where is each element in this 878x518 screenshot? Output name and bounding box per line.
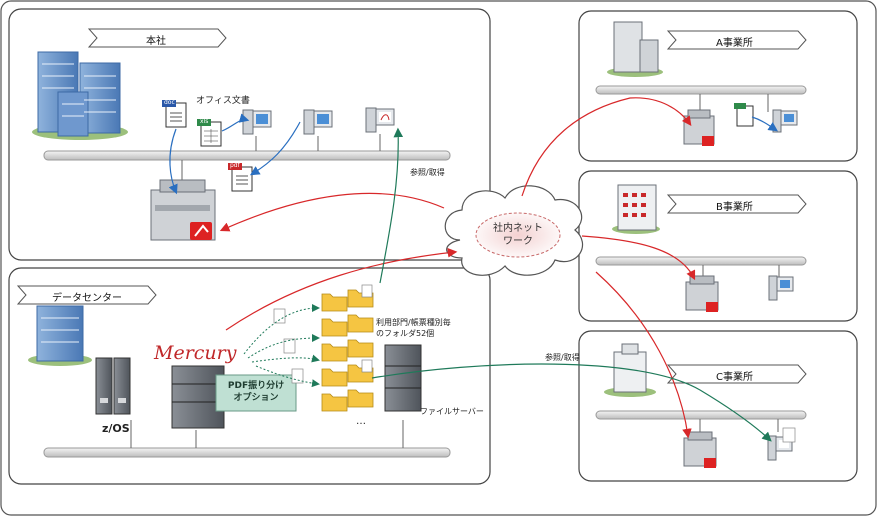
xls-badge: xls: [200, 118, 209, 125]
site-b-printer-icon: [685, 275, 719, 312]
site-b-title-tag: [666, 194, 807, 214]
ref-get-label-top: 参照/取得: [410, 168, 445, 177]
honsha-title: 本社: [146, 36, 166, 47]
site-c-pc-icon: [767, 427, 796, 461]
doc-file-icon: [162, 100, 187, 128]
folders-label-line2: のフォルダ52個: [376, 329, 435, 338]
site-b-pc-icon: [768, 275, 794, 301]
honsha-network-bus: [43, 150, 451, 161]
pdf-option-label: PDF振り分け オプション: [216, 380, 296, 404]
site-a-building-icon: [607, 21, 663, 77]
pc-icon-2: [303, 109, 333, 135]
dotted-distribution-flows: [243, 304, 320, 388]
network-label-line1: 社内ネット: [493, 223, 543, 234]
folders-label-line1: 利用部門/帳票種別毎: [376, 318, 451, 327]
pdf-option-line1: PDF振り分け: [227, 381, 285, 391]
datacenter-drop-lines: [130, 420, 404, 448]
pdf-badge: pdf: [230, 162, 240, 169]
mercury-server-icon: [171, 365, 225, 429]
honsha-title-tag: [87, 28, 227, 48]
folders-ellipsis: …: [356, 416, 366, 427]
datacenter-network-bus: [43, 447, 451, 458]
site-c-building-icon: [604, 343, 656, 397]
xls-file-icon: [197, 119, 222, 147]
honsha-building-icon: [32, 51, 128, 140]
site-c-title: C事業所: [716, 372, 753, 383]
site-c-printer-icon: [683, 431, 717, 468]
site-a-network-bus: [595, 85, 807, 95]
site-a-drop-lines: [699, 94, 769, 112]
site-a-xls-file-icon: [734, 103, 754, 127]
site-b-network-bus: [595, 256, 807, 266]
mercury-logo: Mercury: [154, 342, 237, 364]
pdf-option-line2: オプション: [233, 393, 279, 403]
site-c-drop-lines: [699, 419, 779, 432]
pc-pdf-viewer-icon: [365, 107, 395, 133]
blue-flows: [168, 113, 778, 195]
file-server-icon: [384, 344, 422, 412]
site-b-title: B事業所: [716, 202, 753, 213]
network-label: 社内ネット ワーク: [488, 222, 548, 248]
site-a-title-tag: [666, 30, 807, 50]
network-label-line2: ワーク: [503, 236, 533, 247]
site-c-network-bus: [595, 410, 807, 420]
zos-mainframe-icon: [95, 357, 131, 415]
datacenter-title: データセンター: [52, 293, 122, 304]
green-flows: [371, 127, 772, 442]
site-a-pc-icon: [772, 109, 798, 133]
honsha-drop-lines: [181, 134, 381, 182]
honsha-printer-icon: [150, 179, 216, 241]
datacenter-building-icon: [28, 305, 92, 366]
network-cloud-icon: [444, 185, 584, 276]
office-docs-label: オフィス文書: [196, 96, 250, 106]
pdf-doc-small-icons: [273, 284, 373, 384]
pdf-option-box: [215, 374, 297, 412]
site-b-building-icon: [612, 184, 660, 234]
datacenter-title-tag: [16, 285, 157, 305]
pdf-file-icon: [228, 163, 253, 192]
red-flows: [219, 97, 696, 439]
doc-badge: doc: [164, 99, 175, 106]
ref-get-label-right: 参照/取得: [545, 353, 580, 362]
site-c-title-tag: [666, 364, 807, 384]
site-a-title: A事業所: [716, 38, 753, 49]
zos-label: z/OS: [102, 422, 130, 435]
site-a-printer-icon: [683, 109, 715, 146]
file-server-label: ファイルサーバー: [420, 407, 484, 416]
